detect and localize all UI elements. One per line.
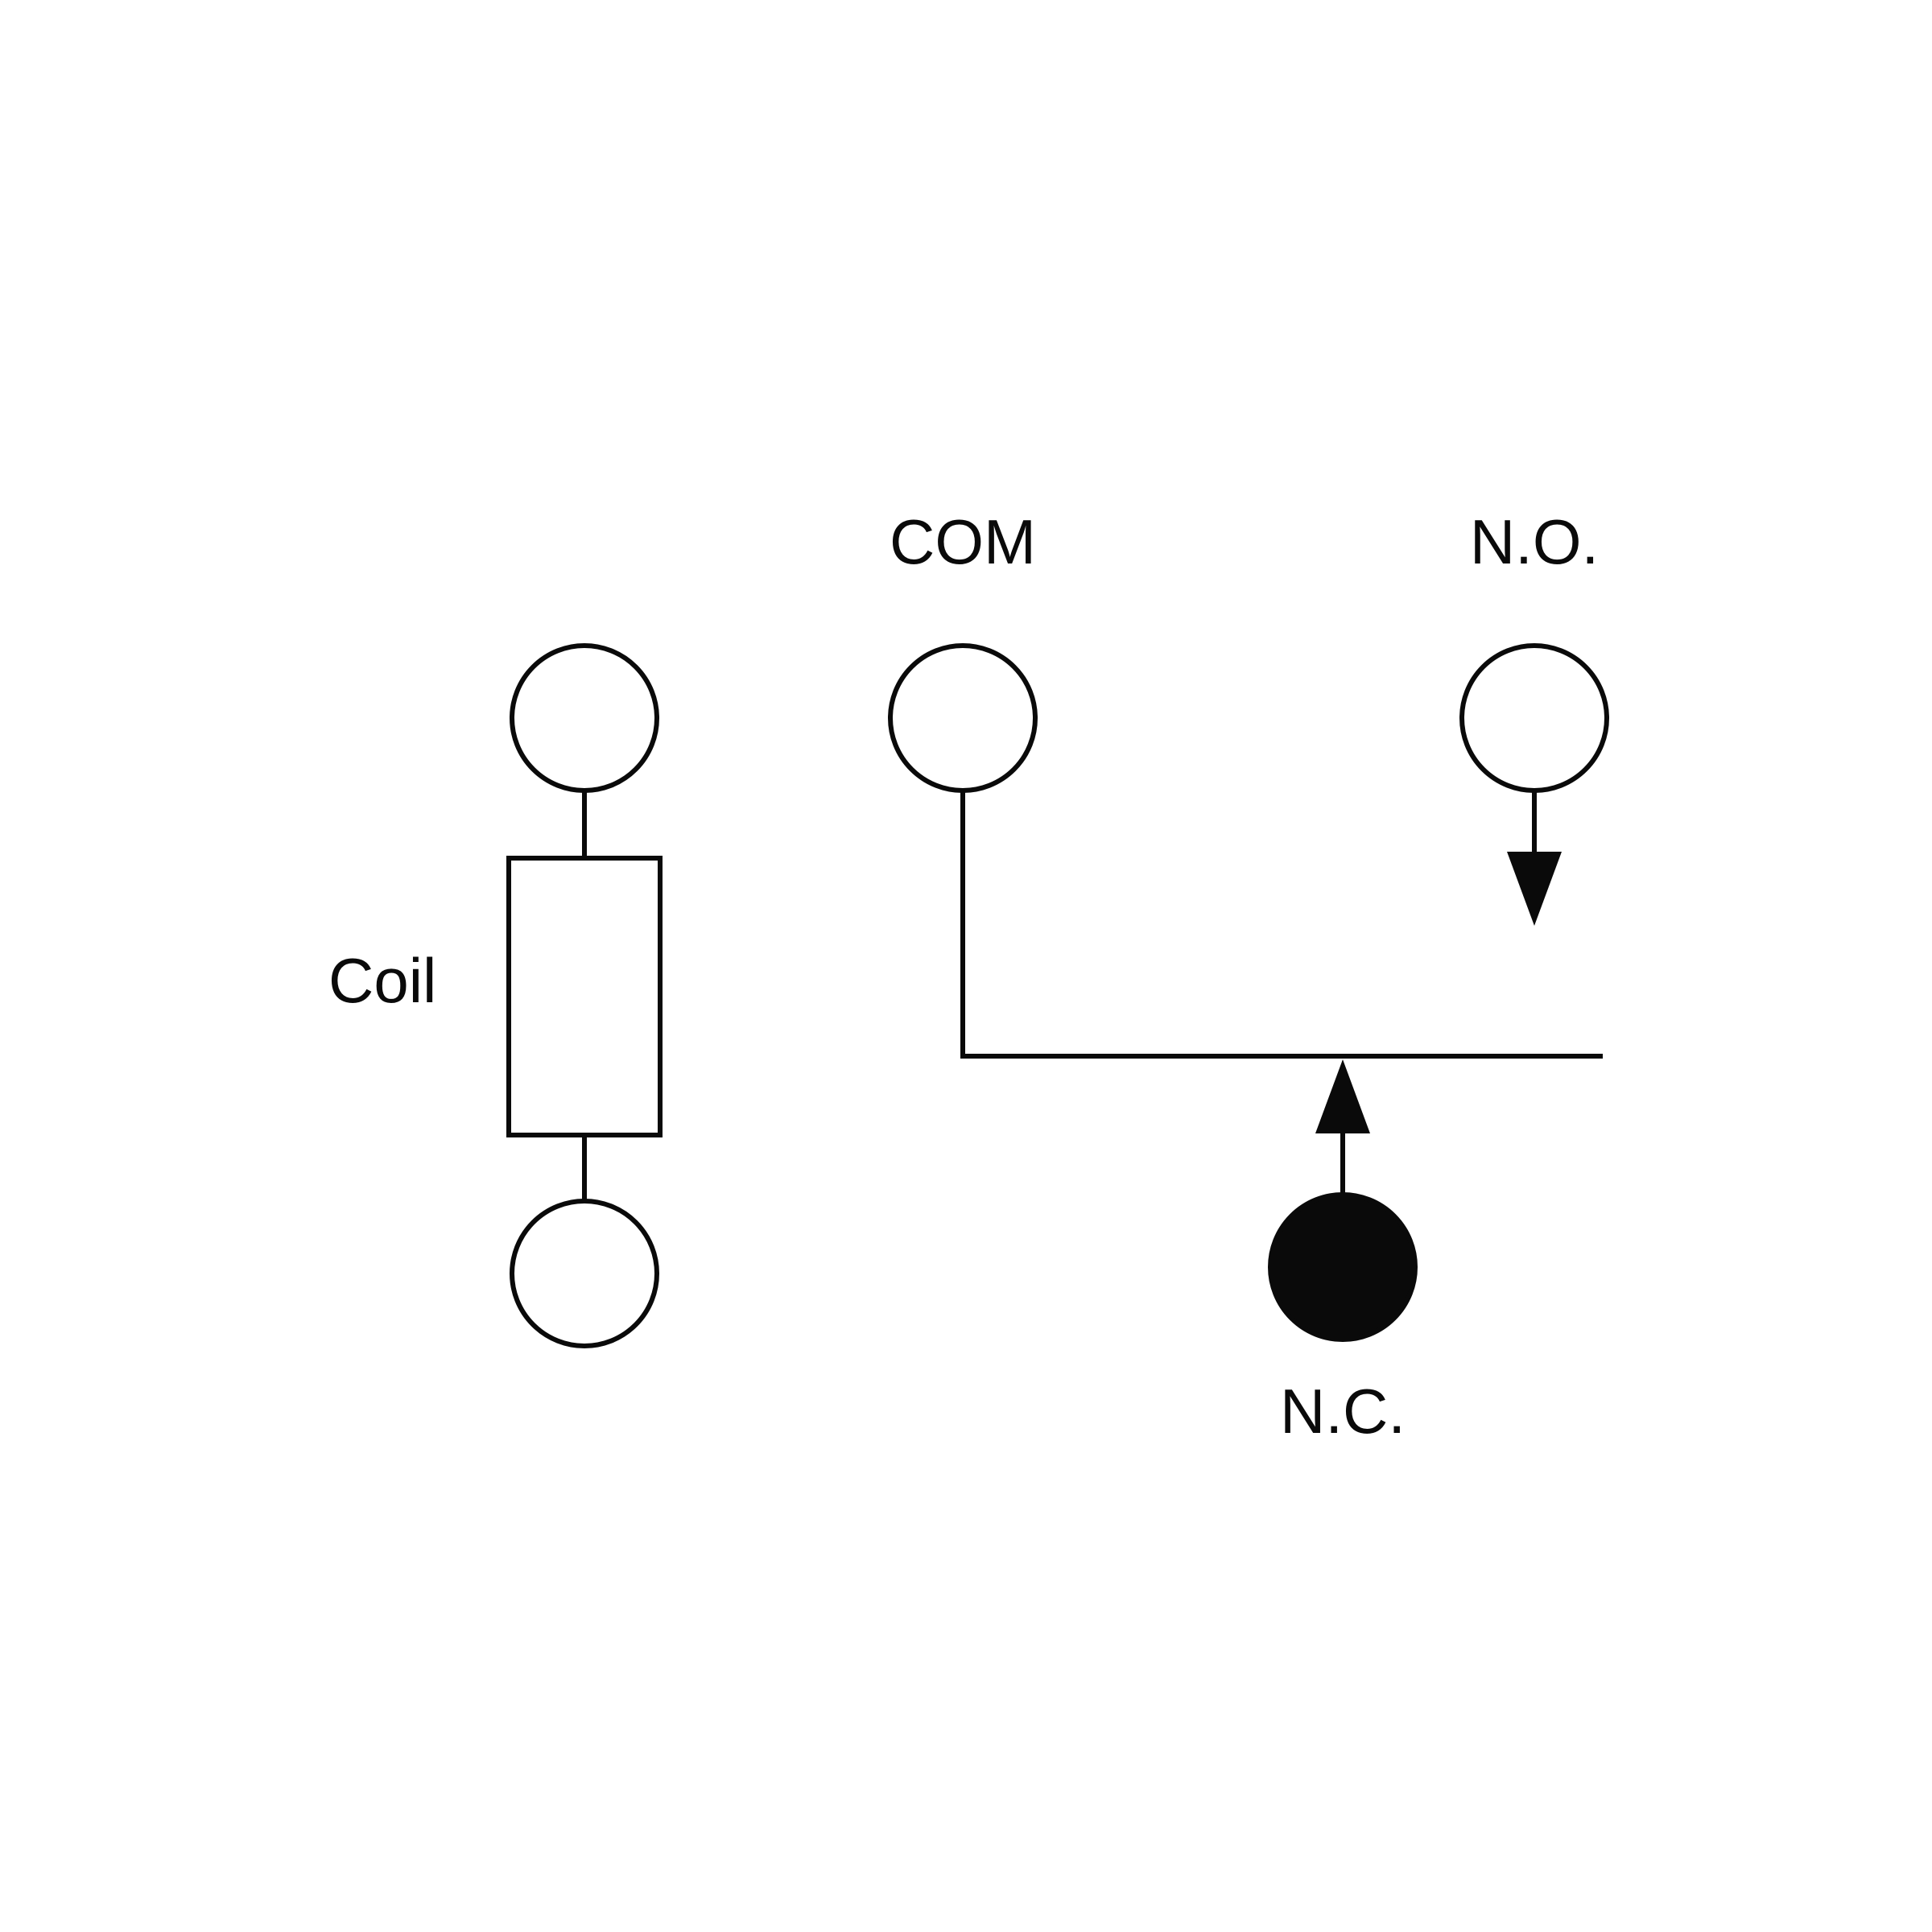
no-label: N.O.	[1470, 506, 1599, 577]
no-terminal	[1459, 643, 1609, 793]
no-arrow-down-icon	[1507, 852, 1562, 926]
coil-label: Coil	[328, 945, 436, 1016]
nc-terminal	[1268, 1192, 1418, 1342]
coil-top-terminal	[510, 643, 659, 793]
nc-arrow-up-icon	[1315, 1059, 1370, 1133]
coil-body	[506, 856, 663, 1137]
com-terminal	[888, 643, 1038, 793]
coil-bottom-terminal	[510, 1199, 659, 1348]
com-label: COM	[890, 506, 1036, 577]
com-lead	[960, 788, 1603, 1059]
nc-label: N.C.	[1280, 1376, 1406, 1447]
